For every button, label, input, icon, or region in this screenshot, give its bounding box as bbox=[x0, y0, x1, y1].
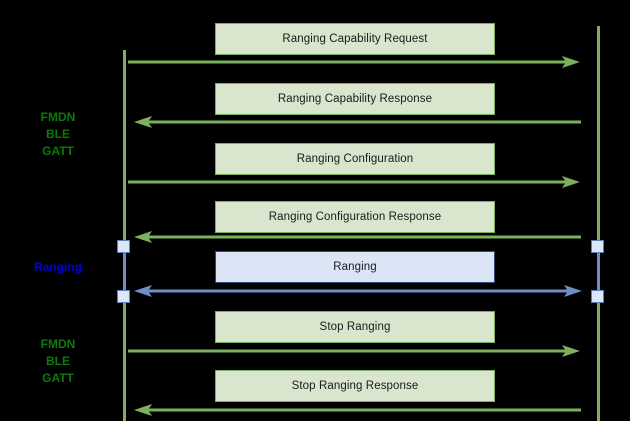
phase-label-line: BLE bbox=[46, 127, 70, 141]
phase-label-line: GATT bbox=[42, 371, 74, 385]
activation-left-start bbox=[117, 240, 130, 253]
message-box-ranging[interactable]: Ranging bbox=[215, 251, 495, 283]
phase-label-line: FMDN bbox=[40, 110, 76, 124]
message-box-ranging-capability-request[interactable]: Ranging Capability Request bbox=[215, 23, 495, 55]
message-label: Stop Ranging bbox=[319, 321, 391, 333]
phase-label-gatt-bottom: FMDN BLE GATT bbox=[10, 336, 106, 387]
message-label: Ranging Configuration Response bbox=[268, 211, 442, 223]
message-box-ranging-configuration-response[interactable]: Ranging Configuration Response bbox=[215, 201, 495, 233]
phase-label-line: BLE bbox=[46, 354, 70, 368]
phase-label-line: FMDN bbox=[40, 337, 76, 351]
arrow-stop-ranging bbox=[128, 344, 583, 358]
activation-left-end bbox=[117, 290, 130, 303]
message-box-ranging-configuration[interactable]: Ranging Configuration bbox=[215, 143, 495, 175]
arrow-ranging-capability-request bbox=[128, 55, 583, 69]
phase-label-line: GATT bbox=[42, 144, 74, 158]
lifeline-left-ranging bbox=[123, 246, 126, 296]
message-label: Ranging Capability Request bbox=[282, 33, 428, 45]
arrow-stop-ranging-response bbox=[133, 403, 581, 417]
arrow-ranging-bidirectional bbox=[133, 284, 583, 298]
activation-right-start bbox=[591, 240, 604, 253]
arrow-ranging-configuration bbox=[128, 175, 583, 189]
message-box-ranging-capability-response[interactable]: Ranging Capability Response bbox=[215, 83, 495, 115]
message-label: Ranging Capability Response bbox=[277, 93, 433, 105]
lifeline-right-lower bbox=[597, 296, 600, 421]
lifeline-left-lower bbox=[123, 296, 126, 421]
activation-right-end bbox=[591, 290, 604, 303]
lifeline-right-ranging bbox=[597, 246, 600, 296]
arrow-ranging-configuration-response bbox=[133, 230, 581, 244]
lifeline-right-upper bbox=[597, 26, 600, 246]
message-box-stop-ranging-response[interactable]: Stop Ranging Response bbox=[215, 370, 495, 402]
phase-label-ranging: Ranging bbox=[10, 259, 106, 276]
message-label: Ranging bbox=[333, 261, 377, 273]
message-box-stop-ranging[interactable]: Stop Ranging bbox=[215, 311, 495, 343]
message-label: Stop Ranging Response bbox=[291, 380, 419, 392]
lifeline-left-upper bbox=[123, 50, 126, 246]
phase-label-line: Ranging bbox=[34, 260, 82, 274]
message-label: Ranging Configuration bbox=[296, 153, 414, 165]
phase-label-gatt-top: FMDN BLE GATT bbox=[10, 109, 106, 160]
arrow-ranging-capability-response bbox=[133, 115, 581, 129]
